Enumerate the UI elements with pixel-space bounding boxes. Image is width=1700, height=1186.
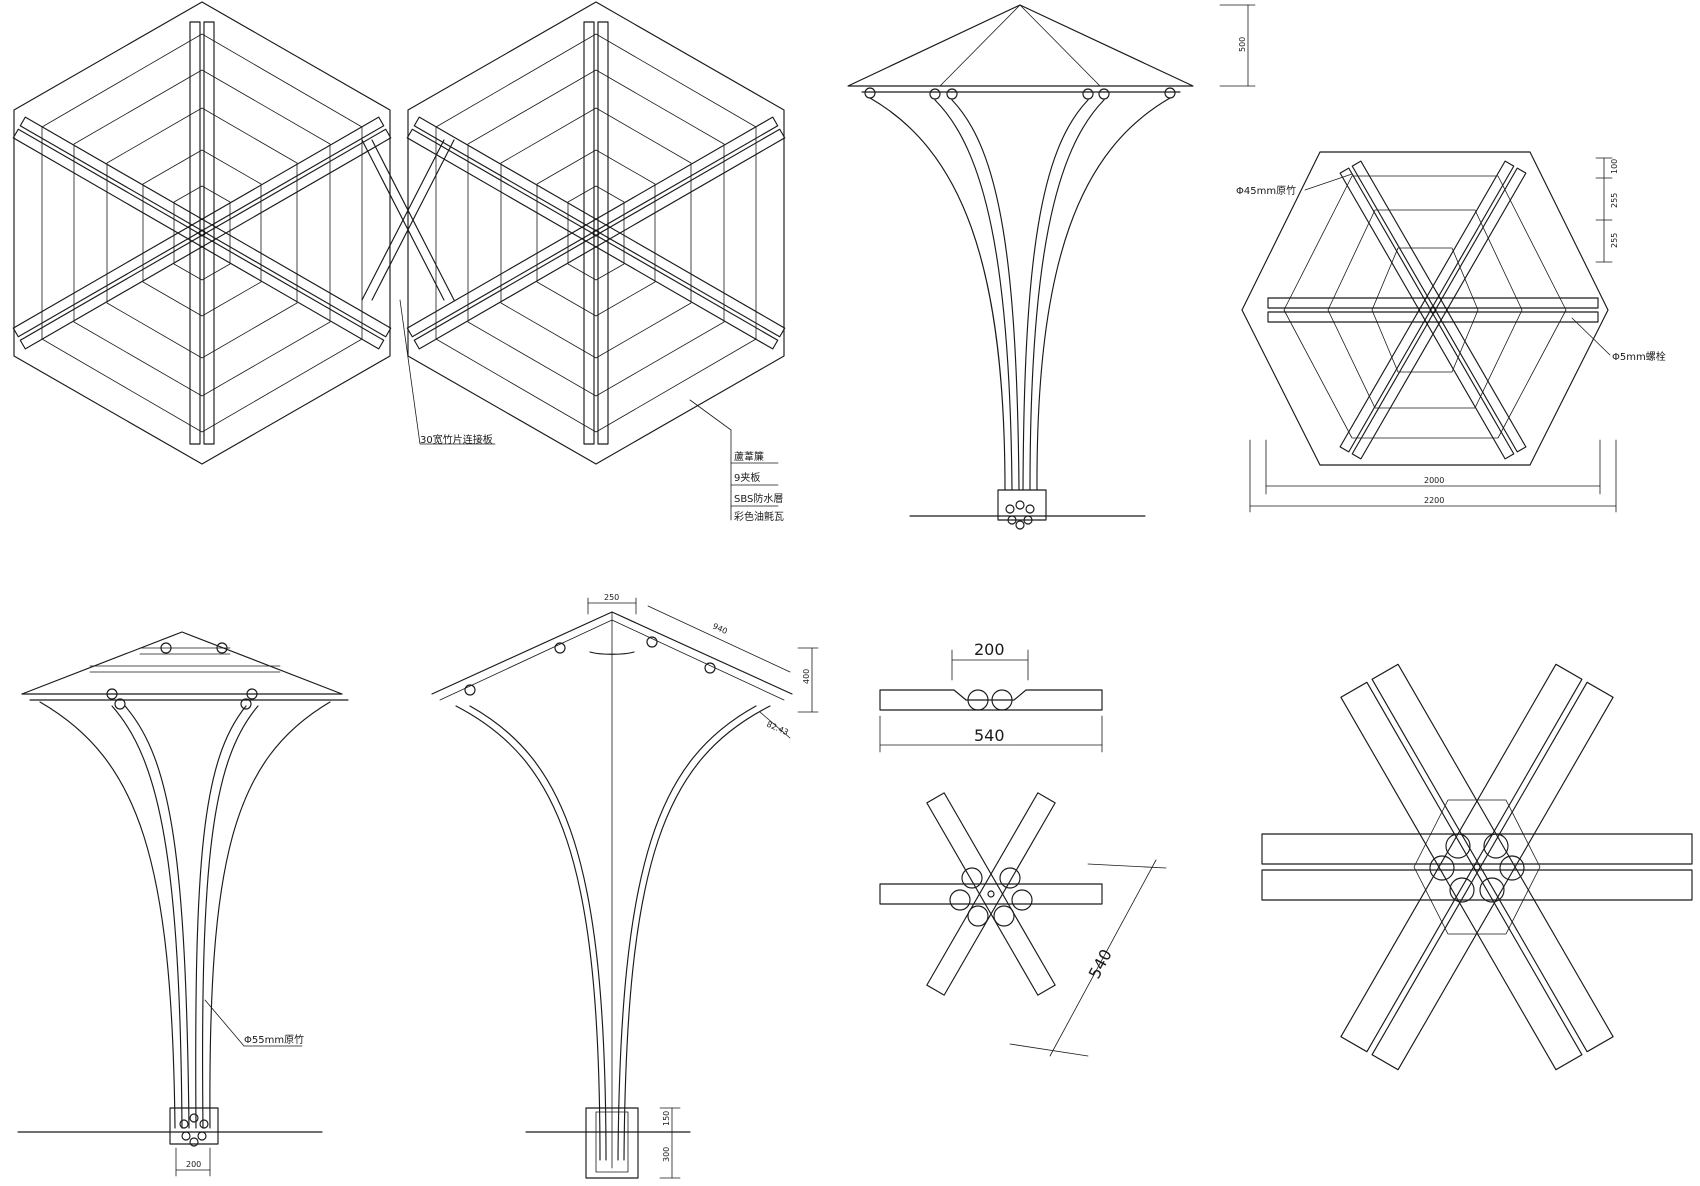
connector-label: 30宽竹片连接板 bbox=[420, 433, 493, 446]
roof-layer-2: 9夹板 bbox=[734, 471, 760, 484]
dim-255b: 255 bbox=[1610, 233, 1619, 248]
section-umbrella: 250 940 400 82.43 150 300 bbox=[431, 593, 819, 1179]
connector-strips bbox=[361, 139, 455, 301]
elevation-umbrella bbox=[847, 4, 1194, 530]
hex-roof-plan-right bbox=[406, 1, 786, 465]
bamboo45-label: Φ45mm原竹 bbox=[1236, 184, 1296, 197]
dim-500: 500 bbox=[1238, 37, 1247, 52]
roof-layer-3: SBS防水層 bbox=[734, 492, 783, 505]
dim-2000: 2000 bbox=[1424, 476, 1444, 485]
joint-detail-elevation: 200 540 bbox=[879, 640, 1103, 753]
hub-detail-enlarged bbox=[1261, 663, 1693, 1071]
perspective-elevation: 200 Φ55mm原竹 bbox=[17, 631, 349, 1177]
roof-layer-1: 蘆葦簾 bbox=[734, 450, 764, 463]
dim-joint-540: 540 bbox=[974, 726, 1005, 745]
structure-plan bbox=[1241, 151, 1609, 466]
dim-940: 940 bbox=[711, 622, 729, 636]
roof-layer-4: 彩色油氈瓦 bbox=[734, 510, 784, 523]
dim-400: 400 bbox=[802, 669, 811, 684]
dim-joint-200: 200 bbox=[974, 640, 1005, 659]
elevation-height-dim: 500 bbox=[1219, 4, 1256, 87]
dim-2200: 2200 bbox=[1424, 496, 1444, 505]
dim-300: 300 bbox=[662, 1147, 671, 1162]
joint-detail-plan: 540 bbox=[879, 792, 1167, 1057]
plan-callouts: Φ45mm原竹 Φ5mm螺栓 bbox=[1236, 173, 1666, 363]
dim-255a: 255 bbox=[1610, 193, 1619, 208]
dim-100: 100 bbox=[1610, 159, 1619, 174]
hex-roof-plan-left bbox=[12, 1, 392, 465]
plan-dims: 100 255 255 2000 2200 bbox=[1249, 157, 1619, 513]
connector-callout: 30宽竹片连接板 bbox=[399, 299, 496, 446]
bamboo55-label: Φ55mm原竹 bbox=[244, 1033, 304, 1046]
dim-82-43: 82.43 bbox=[765, 720, 790, 738]
bolt5-label: Φ5mm螺栓 bbox=[1612, 350, 1666, 363]
dim-150: 150 bbox=[662, 1111, 671, 1126]
dim-250: 250 bbox=[604, 593, 619, 602]
dim-joint-diag-540: 540 bbox=[1085, 946, 1116, 982]
dim-col-200: 200 bbox=[186, 1160, 201, 1169]
roof-layers-callout: 蘆葦簾 9夹板 SBS防水層 彩色油氈瓦 bbox=[689, 399, 784, 523]
